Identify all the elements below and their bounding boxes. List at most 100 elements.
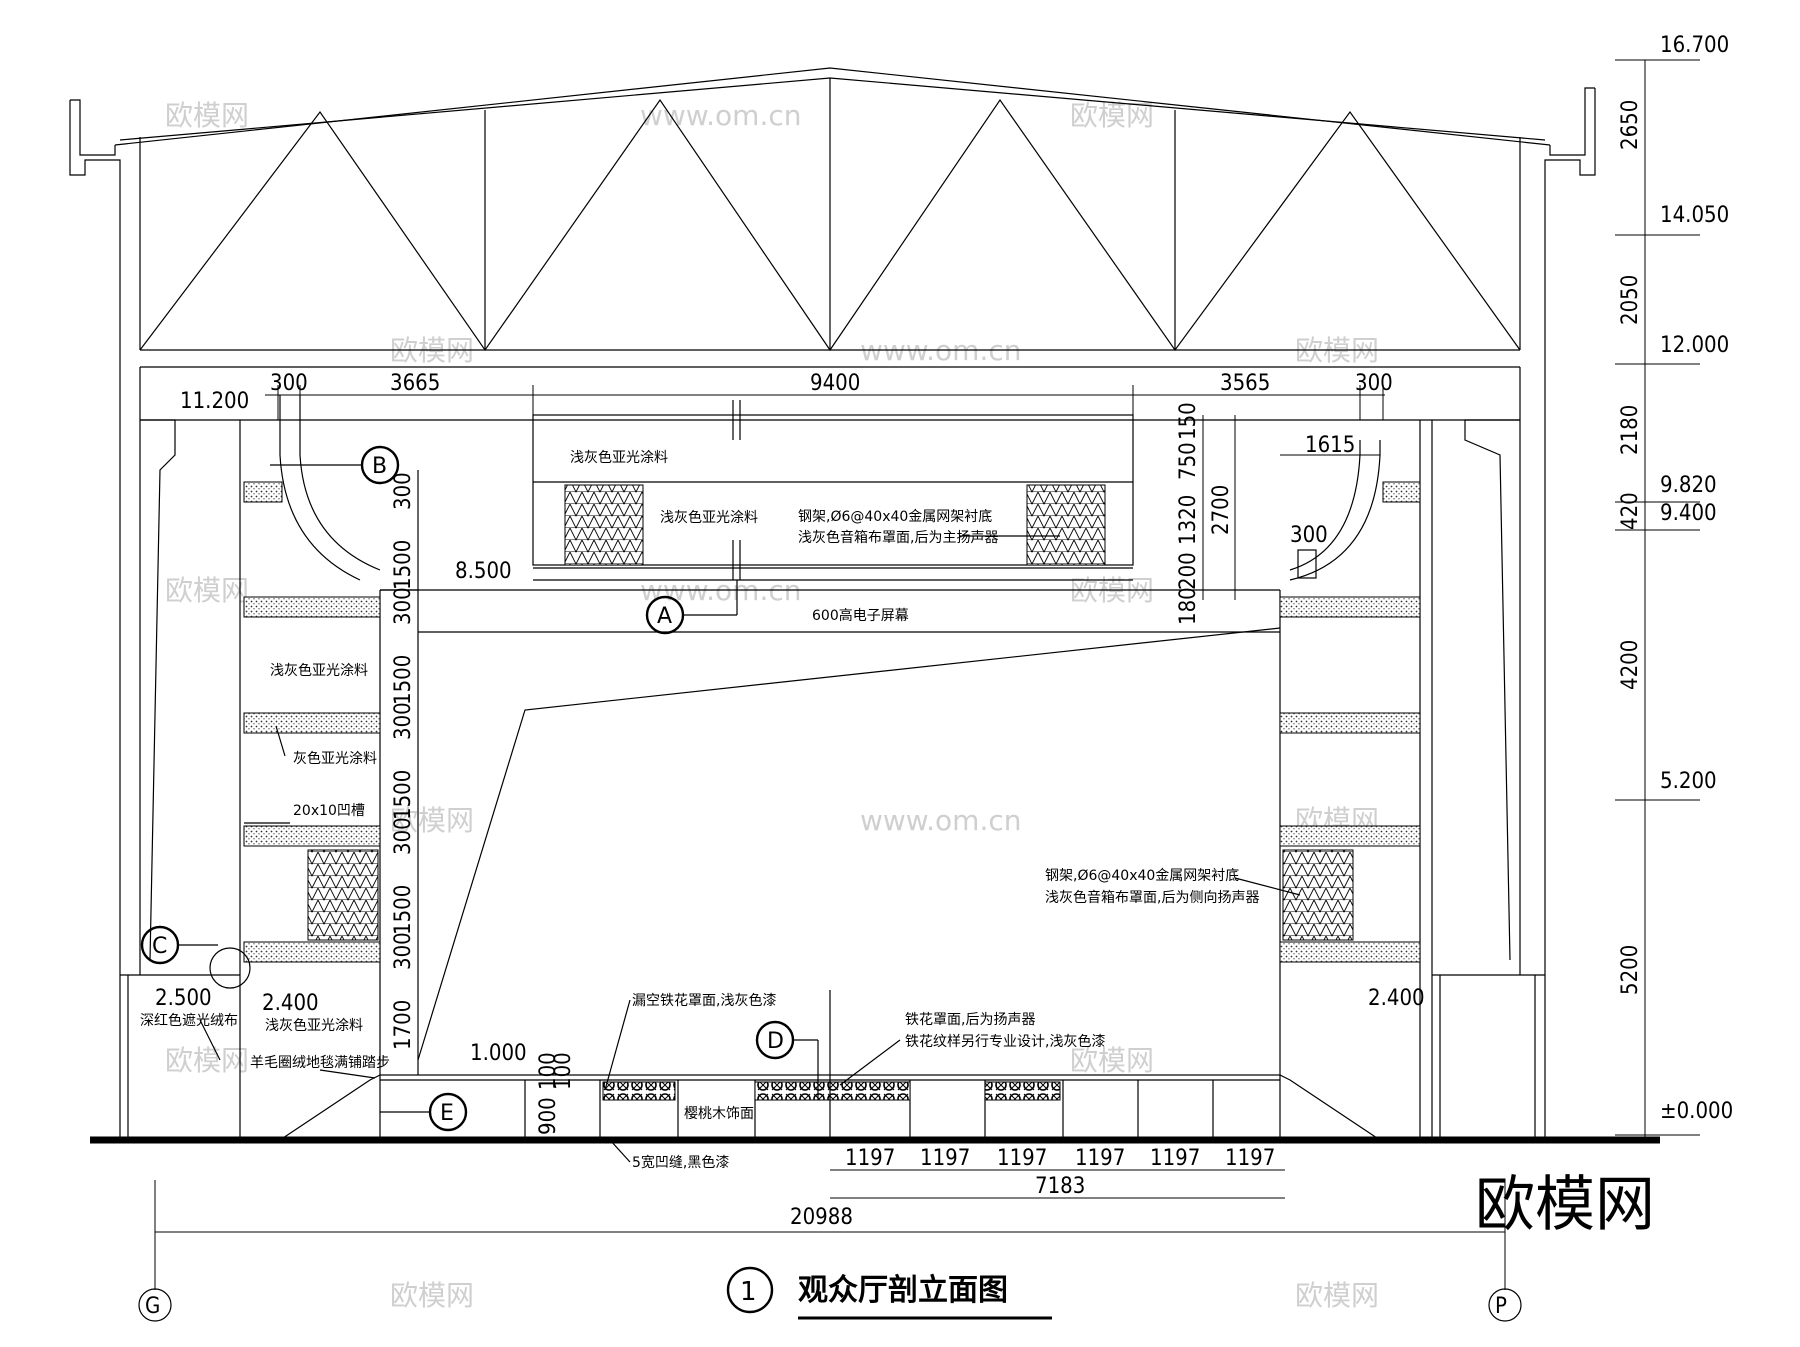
svg-text:5200: 5200: [1618, 945, 1643, 995]
right-dimensions: 16.700 14.050 12.000 9.820 9.400 5.200 ±…: [1615, 33, 1733, 1140]
svg-text:7183: 7183: [1035, 1174, 1085, 1199]
svg-text:9.400: 9.400: [1660, 501, 1717, 526]
svg-text:1500: 1500: [391, 885, 416, 935]
right-pier: [1279, 481, 1421, 963]
roof-truss: [69, 67, 1596, 368]
svg-text:欧模网: 欧模网: [1070, 1044, 1154, 1077]
svg-text:欧模网: 欧模网: [165, 1044, 249, 1077]
top-dimensions: 300 3665 9400 3565 300: [265, 371, 1393, 420]
svg-text:150: 150: [1176, 402, 1201, 440]
svg-text:观众厅剖立面图: 观众厅剖立面图: [798, 1273, 1008, 1308]
svg-text:欧模网: 欧模网: [1475, 1170, 1655, 1240]
brand-logo: 欧模网: [1475, 1170, 1655, 1240]
grid-axis-g: G: [138, 1288, 172, 1322]
grid-axis-p: P: [1488, 1288, 1522, 1322]
svg-text:E: E: [440, 1101, 454, 1126]
svg-text:www.om.cn: www.om.cn: [640, 99, 801, 132]
watermark: 欧模网 欧模网 欧模网 欧模网 欧模网 欧模网 欧模网 欧模网 欧模网 欧模网 …: [165, 99, 1379, 1312]
svg-text:200: 200: [1176, 552, 1201, 590]
svg-text:1.000: 1.000: [470, 1041, 527, 1066]
svg-text:750: 750: [1176, 442, 1201, 480]
svg-text:300: 300: [391, 817, 416, 855]
svg-text:欧模网: 欧模网: [1295, 1279, 1379, 1312]
svg-text:1: 1: [740, 1277, 757, 1307]
svg-text:欧模网: 欧模网: [165, 99, 249, 132]
svg-text:B: B: [372, 454, 387, 479]
svg-text:浅灰色音箱布罩面,后为侧向扬声器: 浅灰色音箱布罩面,后为侧向扬声器: [1045, 889, 1259, 906]
svg-text:12.000: 12.000: [1660, 333, 1729, 358]
svg-text:欧模网: 欧模网: [165, 574, 249, 607]
svg-text:灰色亚光涂料: 灰色亚光涂料: [293, 750, 377, 767]
elevation-marks: 11.200 8.500 2.500 2.400 2.400 1.000: [155, 389, 1425, 1066]
svg-text:±0.000: ±0.000: [1660, 1099, 1733, 1124]
callout-b: B: [270, 445, 400, 485]
svg-text:浅灰色亚光涂料: 浅灰色亚光涂料: [660, 509, 758, 526]
svg-text:钢架,Ø6@40x40金属网架衬底: 钢架,Ø6@40x40金属网架衬底: [1045, 868, 1239, 884]
svg-text:钢架,Ø6@40x40金属网架衬底: 钢架,Ø6@40x40金属网架衬底: [798, 509, 992, 525]
svg-text:浅灰色音箱布罩面,后为主扬声器: 浅灰色音箱布罩面,后为主扬声器: [798, 529, 998, 546]
svg-text:3565: 3565: [1220, 371, 1270, 396]
svg-text:300: 300: [1355, 371, 1393, 396]
svg-text:1197: 1197: [997, 1146, 1047, 1171]
svg-text:180: 180: [1176, 587, 1201, 625]
annotations: 浅灰色亚光涂料 浅灰色亚光涂料 钢架,Ø6@40x40金属网架衬底 浅灰色音箱布…: [140, 449, 1301, 1171]
svg-text:欧模网: 欧模网: [1070, 99, 1154, 132]
svg-text:P: P: [1495, 1294, 1507, 1319]
svg-text:5宽凹缝,黑色漆: 5宽凹缝,黑色漆: [632, 1154, 729, 1171]
svg-text:1197: 1197: [1225, 1146, 1275, 1171]
svg-text:14.050: 14.050: [1660, 203, 1729, 228]
svg-text:900: 900: [536, 1097, 561, 1135]
svg-text:16.700: 16.700: [1660, 33, 1729, 58]
svg-text:1320: 1320: [1176, 495, 1201, 545]
side-speaker-right: [1282, 849, 1354, 941]
svg-text:深红色遮光绒布: 深红色遮光绒布: [140, 1012, 238, 1029]
svg-text:www.om.cn: www.om.cn: [860, 804, 1021, 837]
svg-text:600高电子屏幕: 600高电子屏幕: [812, 607, 909, 624]
svg-text:300: 300: [1290, 523, 1328, 548]
svg-text:1197: 1197: [1150, 1146, 1200, 1171]
svg-text:2.400: 2.400: [262, 991, 319, 1016]
speaker-mesh-right: [1026, 484, 1106, 566]
svg-text:1700: 1700: [391, 1000, 416, 1050]
callout-a: A: [645, 580, 738, 635]
svg-text:欧模网: 欧模网: [390, 804, 474, 837]
callout-e: E: [380, 1092, 468, 1132]
drawing-title: 1 观众厅剖立面图: [726, 1266, 1052, 1320]
svg-text:100: 100: [536, 1052, 561, 1090]
svg-text:8.500: 8.500: [455, 559, 512, 584]
svg-text:300: 300: [391, 472, 416, 510]
svg-text:1197: 1197: [1075, 1146, 1125, 1171]
svg-text:5.200: 5.200: [1660, 769, 1717, 794]
svg-text:C: C: [152, 934, 167, 959]
side-speaker-left: [307, 849, 379, 941]
svg-text:300: 300: [391, 702, 416, 740]
svg-text:2700: 2700: [1209, 485, 1234, 535]
svg-text:浅灰色亚光涂料: 浅灰色亚光涂料: [570, 449, 668, 466]
svg-text:9400: 9400: [810, 371, 860, 396]
svg-text:漏空铁花罩面,浅灰色漆: 漏空铁花罩面,浅灰色漆: [632, 992, 776, 1009]
left-pier: [243, 481, 381, 963]
svg-text:420: 420: [1618, 492, 1643, 530]
box-dimensions: 150 750 1320 2700 200 180 1615 300: [1176, 402, 1380, 625]
svg-text:9.820: 9.820: [1660, 473, 1717, 498]
bottom-dimensions: 1197 1197 1197 1197 1197 1197 7183 20988: [154, 1146, 1506, 1290]
callout-c: C: [140, 925, 251, 989]
svg-text:羊毛圈绒地毯满铺踏步: 羊毛圈绒地毯满铺踏步: [250, 1055, 390, 1071]
svg-text:300: 300: [391, 587, 416, 625]
callout-d: D: [755, 1020, 819, 1100]
svg-text:300: 300: [391, 932, 416, 970]
svg-text:1197: 1197: [845, 1146, 895, 1171]
svg-text:铁花纹样另行专业设计,浅灰色漆: 铁花纹样另行专业设计,浅灰色漆: [905, 1033, 1105, 1050]
svg-text:1500: 1500: [391, 540, 416, 590]
svg-text:300: 300: [270, 371, 308, 396]
svg-text:2050: 2050: [1618, 275, 1643, 325]
pier-dimensions: 300 1500 300 1500 300 1500 300 1500 300 …: [391, 472, 576, 1135]
svg-text:100: 100: [551, 1052, 576, 1090]
svg-text:D: D: [767, 1029, 784, 1054]
svg-text:3665: 3665: [390, 371, 440, 396]
svg-text:欧模网: 欧模网: [390, 1279, 474, 1312]
svg-text:20x10凹槽: 20x10凹槽: [293, 803, 365, 819]
side-walls: [119, 300, 1546, 1140]
svg-text:2.400: 2.400: [1368, 986, 1425, 1011]
